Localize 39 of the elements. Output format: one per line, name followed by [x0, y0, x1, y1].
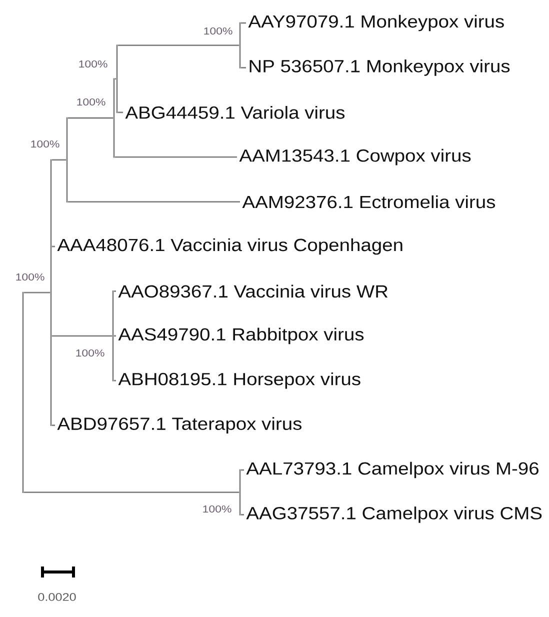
bootstrap-value: 100% [77, 98, 106, 106]
taxon-label: ABD97657.1 Taterapox virus [57, 417, 302, 434]
branch-line [114, 290, 116, 292]
taxon-label: AAA48076.1 Vaccinia virus Copenhagen [57, 238, 402, 255]
branch-line [24, 292, 50, 294]
bootstrap-value: 100% [31, 140, 60, 148]
branch-line [24, 492, 240, 494]
branch-line [240, 514, 244, 516]
taxon-label: AAO89367.1 Vaccinia virus WR [118, 284, 388, 298]
branch-line [52, 424, 55, 426]
scale-label: 0.0020 [38, 593, 76, 601]
bootstrap-value: 100% [203, 505, 232, 513]
branch-line [118, 44, 240, 46]
bootstrap-value: 100% [204, 27, 232, 35]
taxon-label: AAY97079.1 Monkeypox virus [248, 14, 504, 32]
branch-line [114, 335, 116, 337]
branch-line [118, 112, 123, 114]
taxon-label: AAL73793.1 Camelpox virus M-96 [246, 462, 538, 478]
taxon-label: NP 536507.1 Monkeypox virus [250, 60, 510, 76]
branch-line [52, 246, 55, 248]
branch-line [240, 469, 244, 471]
taxon-label: ABG44459.1 Variola virus [125, 106, 345, 119]
taxon-label: AAM92376.1 Ectromelia virus [242, 195, 496, 208]
bootstrap-value: 100% [76, 349, 104, 357]
branch-line [52, 159, 66, 161]
branch-line [240, 22, 246, 24]
bootstrap-value: 100% [79, 60, 108, 68]
taxon-label: AAM13543.1 Cowpox virus [239, 148, 471, 166]
taxon-label: ABH08195.1 Horsepox virus [118, 372, 360, 389]
branch-line [52, 335, 112, 337]
taxon-label: AAG37557.1 Camelpox virus CMS [246, 506, 542, 523]
branch-line [114, 380, 116, 382]
branch-line [240, 67, 246, 68]
branch-line [68, 117, 114, 119]
branch-line [114, 78, 116, 80]
bootstrap-value: 100% [16, 273, 44, 281]
taxon-label: AAS49790.1 Rabbitpox virus [118, 328, 364, 344]
branch-line [68, 201, 240, 202]
branch-line [114, 156, 237, 158]
